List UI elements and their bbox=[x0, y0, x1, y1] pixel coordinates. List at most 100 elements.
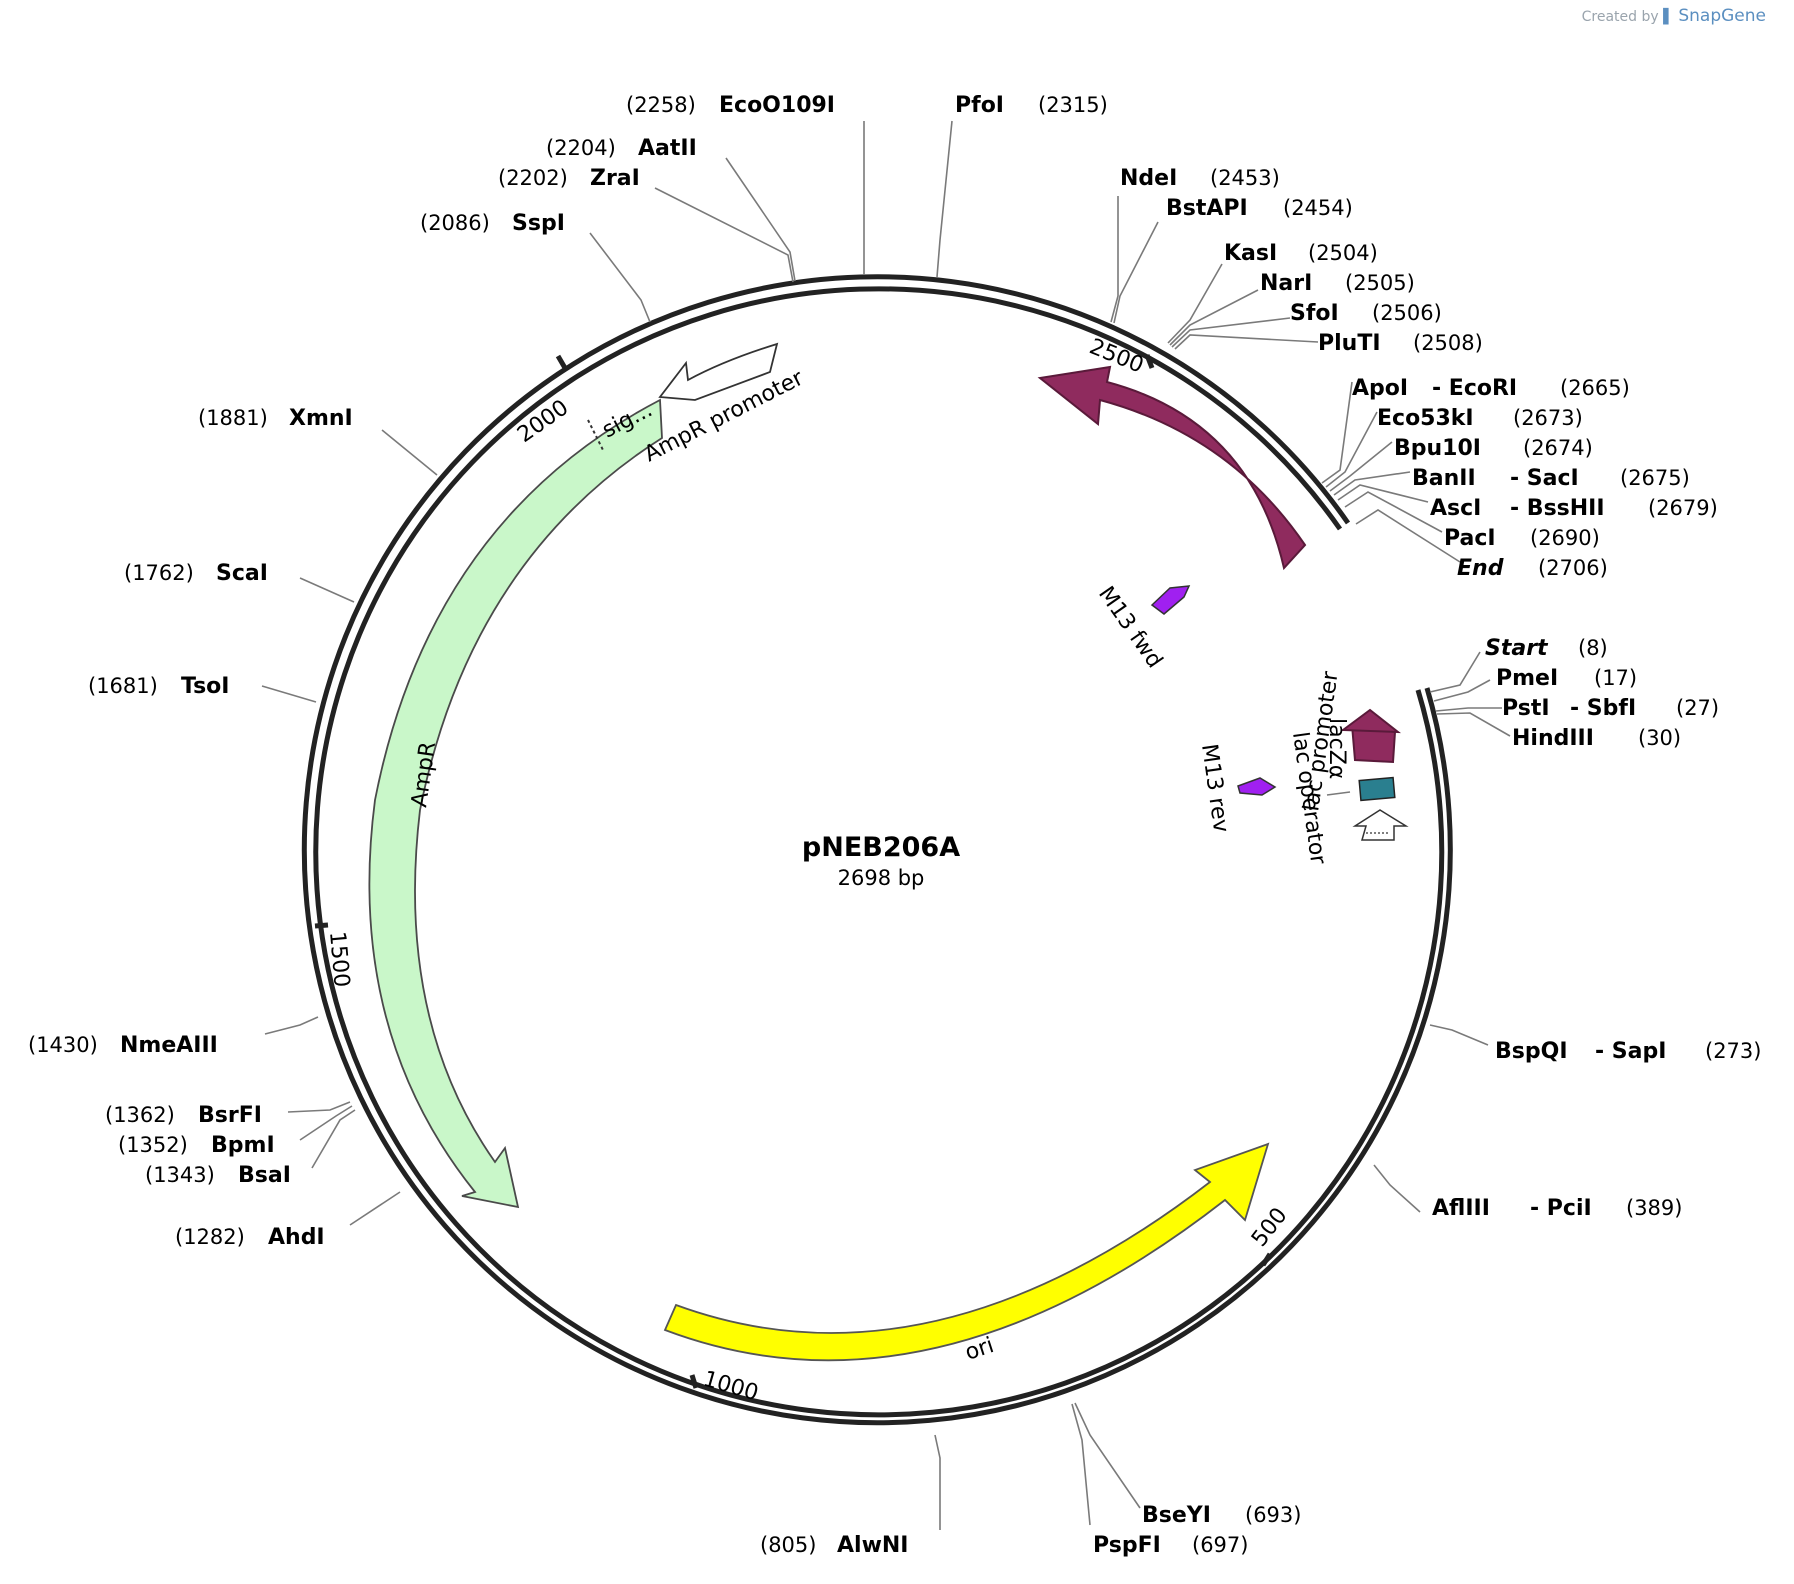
leader-ahdi bbox=[349, 1191, 401, 1226]
site-psti-name: PstI bbox=[1502, 696, 1550, 721]
m13-fwd-arrow[interactable] bbox=[1150, 585, 1191, 615]
site-xmni-pos: (1881) bbox=[198, 406, 268, 430]
site-hindiii-name: HindIII bbox=[1512, 726, 1594, 751]
site-sfoi-pos: (2506) bbox=[1372, 301, 1442, 325]
site-afliii-name: AflIII bbox=[1432, 1196, 1490, 1221]
tick-1500 bbox=[314, 922, 329, 929]
site-ecori-name: - EcoRI bbox=[1432, 376, 1517, 401]
leader-apoi bbox=[1321, 381, 1353, 484]
site-bpu10i-pos: (2674) bbox=[1523, 436, 1593, 460]
site-hindiii-pos: (30) bbox=[1638, 726, 1681, 750]
site-scai-pos: (1762) bbox=[124, 561, 194, 585]
ampr-arrow[interactable] bbox=[368, 398, 663, 1209]
site-sspi-pos: (2086) bbox=[420, 211, 490, 235]
site-eco53ki-pos: (2673) bbox=[1513, 406, 1583, 430]
lacza-small-label: lacZα bbox=[1324, 718, 1349, 779]
site-sapi-pos: (273) bbox=[1705, 1039, 1761, 1063]
site-pcii-pos: (389) bbox=[1626, 1196, 1682, 1220]
leader-banii bbox=[1333, 471, 1411, 496]
snapgene-logo-icon: ▌ bbox=[1663, 9, 1674, 25]
site-bpmi-pos: (1352) bbox=[118, 1133, 188, 1157]
leader-eco53ki bbox=[1325, 411, 1378, 488]
leader-scai bbox=[299, 577, 355, 603]
leader-xmni bbox=[381, 429, 438, 476]
site-ndei-name: NdeI bbox=[1120, 166, 1177, 191]
site-banii-name: BanII bbox=[1412, 466, 1476, 491]
tick-label-1500: 1500 bbox=[324, 930, 354, 988]
site-ecoo109i-pos: (2258) bbox=[626, 93, 696, 117]
site-pspfi-pos: (697) bbox=[1192, 1533, 1248, 1557]
leader-start bbox=[1429, 651, 1481, 693]
leader-kasi bbox=[1167, 263, 1223, 344]
site-xmni-name: XmnI bbox=[289, 406, 353, 431]
site-scai-name: ScaI bbox=[216, 561, 268, 586]
site-bstapi-pos: (2454) bbox=[1283, 196, 1353, 220]
site-tsoi-pos: (1681) bbox=[88, 674, 158, 698]
site-aatii-pos: (2204) bbox=[546, 136, 616, 160]
backbone-inner bbox=[313, 286, 1445, 1418]
leader-pmei bbox=[1433, 679, 1491, 702]
site-labels: (2258) EcoO109I PfoI (2315) (2204) AatII… bbox=[28, 93, 1761, 1558]
leader-paci bbox=[1344, 491, 1443, 533]
site-alwni-name: AlwNI bbox=[837, 1533, 909, 1558]
leader-bseyi bbox=[1074, 1402, 1141, 1509]
site-bsai-pos: (1343) bbox=[145, 1163, 215, 1187]
site-sfoi-name: SfoI bbox=[1290, 301, 1339, 326]
site-saci-name: - SacI bbox=[1510, 466, 1579, 491]
site-nari-name: NarI bbox=[1260, 271, 1312, 296]
lacza-arrow[interactable] bbox=[1037, 365, 1307, 571]
lac-operator-leader bbox=[1326, 791, 1351, 796]
site-paci-name: PacI bbox=[1444, 526, 1496, 551]
leader-hindiii bbox=[1436, 712, 1511, 737]
tick-500 bbox=[1260, 1252, 1273, 1267]
site-bsshii-name: - BssHII bbox=[1510, 496, 1605, 521]
lac-operator-box[interactable] bbox=[1358, 776, 1396, 802]
m13-fwd-label: M13 fwd bbox=[1093, 582, 1167, 673]
site-bsrfi-name: BsrFI bbox=[198, 1103, 262, 1128]
m13-rev-label: M13 rev bbox=[1196, 742, 1233, 834]
lacza-small-arrow[interactable] bbox=[1340, 708, 1402, 734]
site-kasi-pos: (2504) bbox=[1308, 241, 1378, 265]
site-sbfi-name: - SbfI bbox=[1570, 696, 1636, 721]
ori-arrow[interactable] bbox=[663, 1142, 1270, 1362]
site-leaders bbox=[261, 120, 1511, 1530]
leader-aatii bbox=[725, 157, 796, 282]
leader-bspqi bbox=[1429, 1024, 1489, 1046]
site-bstapi-name: BstAPI bbox=[1166, 196, 1248, 221]
lac-promoter-arrow[interactable] bbox=[1352, 809, 1409, 841]
leader-ndei bbox=[1110, 196, 1119, 323]
site-sbfi-pos: (27) bbox=[1676, 696, 1719, 720]
leader-bpu10i bbox=[1329, 441, 1393, 492]
site-start-pos: (8) bbox=[1578, 636, 1608, 660]
site-end-pos: (2706) bbox=[1538, 556, 1608, 580]
m13-rev-arrow[interactable] bbox=[1237, 777, 1277, 796]
leader-sspi bbox=[589, 232, 651, 323]
backbone-outer bbox=[301, 274, 1453, 1426]
site-pspfi-name: PspFI bbox=[1093, 1533, 1161, 1558]
credit-text: Created by bbox=[1581, 9, 1659, 25]
site-sapi-name: - SapI bbox=[1595, 1039, 1666, 1064]
leader-bsrfi bbox=[287, 1101, 351, 1113]
site-bseyi-name: BseYI bbox=[1142, 1503, 1211, 1528]
leader-psti bbox=[1435, 707, 1502, 712]
site-ecoo109i-name: EcoO109I bbox=[719, 93, 835, 118]
site-start-name: Start bbox=[1485, 636, 1549, 661]
backbone bbox=[301, 274, 1453, 1426]
snapgene-credit: Created by ▌ SnapGene bbox=[1582, 6, 1766, 26]
leader-pfoi bbox=[936, 120, 953, 278]
ampr-promoter-arrow[interactable] bbox=[658, 342, 779, 401]
tick-2000 bbox=[555, 354, 568, 370]
site-bseyi-pos: (693) bbox=[1245, 1503, 1301, 1527]
leader-pspfi bbox=[1071, 1403, 1091, 1526]
site-bsai-name: BsaI bbox=[238, 1163, 291, 1188]
leader-pluti bbox=[1174, 334, 1319, 350]
site-pfoi-pos: (2315) bbox=[1038, 93, 1108, 117]
leader-afliii bbox=[1373, 1164, 1421, 1213]
site-eco53ki-name: Eco53kI bbox=[1377, 406, 1474, 431]
site-pluti-pos: (2508) bbox=[1413, 331, 1483, 355]
site-aatii-name: AatII bbox=[638, 136, 697, 161]
site-bspqi-name: BspQI bbox=[1495, 1039, 1568, 1064]
site-kasi-name: KasI bbox=[1224, 241, 1277, 266]
plasmid-name: pNEB206A bbox=[802, 832, 960, 863]
